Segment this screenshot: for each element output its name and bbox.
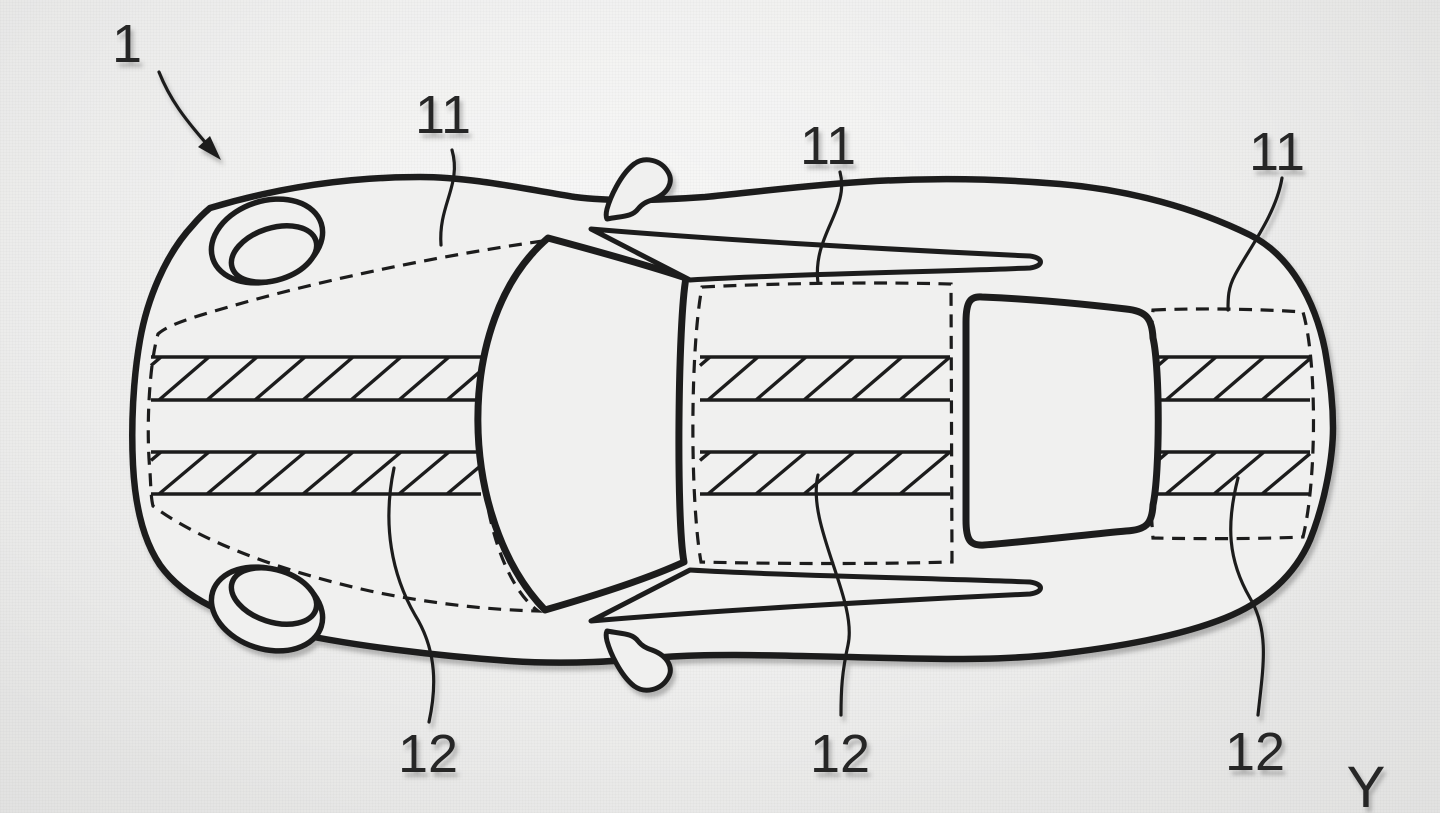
mirror-upper: [603, 157, 673, 222]
leader-11-front: [439, 148, 457, 247]
windshield: [474, 234, 690, 614]
mirror-lower: [603, 628, 673, 693]
vehicle-arrow: [157, 70, 221, 160]
label-11-front: 11: [415, 85, 471, 145]
leader-11-rear: [1226, 176, 1284, 312]
leader-12-rear: [1229, 476, 1265, 717]
leader-11-middle: [815, 170, 844, 285]
label-12-front: 12: [398, 724, 458, 784]
side-window-upper: [588, 226, 1043, 283]
hood-dashed-outline: [146, 238, 548, 613]
label-12-rear: 12: [1225, 722, 1285, 782]
label-11-rear: 11: [1249, 122, 1305, 182]
headlight-lower: [208, 564, 326, 654]
headlight-upper: [208, 196, 326, 286]
roof-dashed-outline: [691, 281, 954, 566]
label-axis-y: Y: [1347, 755, 1386, 813]
side-window-lower: [588, 567, 1043, 624]
leader-12-middle: [814, 473, 851, 717]
label-vehicle-1: 1: [112, 14, 142, 74]
leader-12-front: [387, 466, 436, 724]
label-12-middle: 12: [810, 724, 870, 784]
rear-window: [962, 293, 1162, 549]
label-11-middle: 11: [800, 116, 856, 176]
